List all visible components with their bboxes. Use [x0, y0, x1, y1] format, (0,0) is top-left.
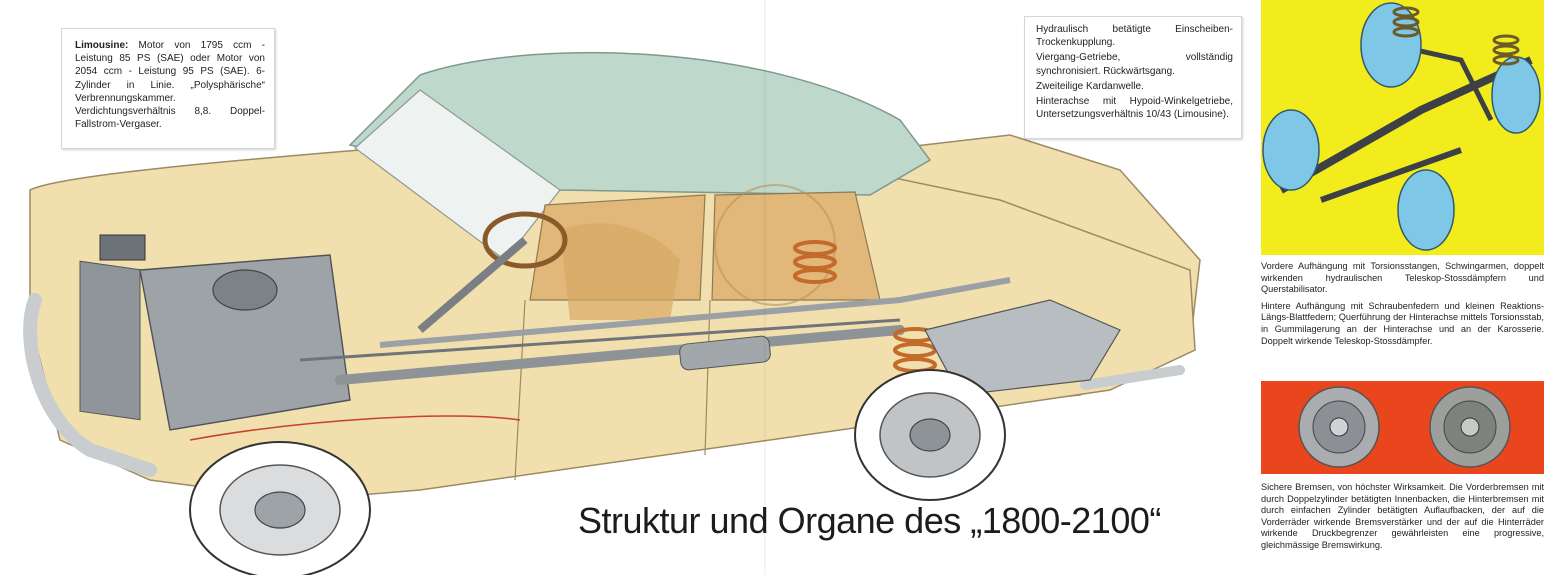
page-fold: [764, 0, 766, 575]
brakes-caption: Sichere Bremsen, von höchster Wirksamkei…: [1261, 482, 1544, 550]
brakes-photo: [1261, 381, 1544, 474]
suspension-caption: Vordere Aufhängung mit Torsionsstangen, …: [1261, 261, 1544, 352]
engine-spec-text: Limousine: Motor von 1795 ccm - Leistung…: [75, 39, 265, 131]
engine-spec-lead: Limousine:: [75, 40, 129, 51]
front-suspension-text: Vordere Aufhängung mit Torsionsstangen, …: [1261, 261, 1544, 295]
drivetrain-rear-axle: Hinterachse mit Hypoid-Winkelgetriebe, U…: [1036, 96, 1233, 121]
car-cutaway-illustration: [23, 51, 1201, 575]
engine-spec-box: Limousine: Motor von 1795 ccm - Leistung…: [61, 28, 275, 149]
drivetrain-spec-box: Hydraulisch betätigte Einscheiben-Trocke…: [1024, 16, 1242, 139]
page-title: Struktur und Organe des „1800-2100“: [578, 500, 1161, 541]
suspension-photo: [1261, 0, 1544, 255]
drivetrain-driveshaft: Zweiteilige Kardanwelle.: [1036, 80, 1144, 92]
rear-suspension-text: Hintere Aufhängung mit Schraubenfedern u…: [1261, 300, 1544, 346]
drivetrain-clutch: Hydraulisch betätigte Einscheiben-Trocke…: [1036, 24, 1233, 49]
drivetrain-gearbox: Viergang-Getriebe, vollständig synchroni…: [1036, 52, 1233, 77]
engine-spec-body: Motor von 1795 ccm - Leistung 85 PS (SAE…: [75, 40, 265, 131]
